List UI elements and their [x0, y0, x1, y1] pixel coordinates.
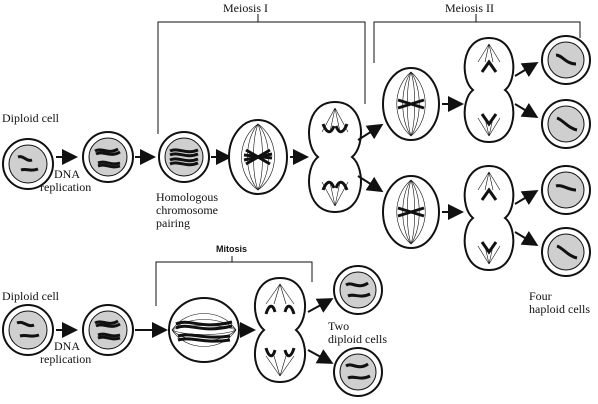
arrows-to-haploid: [514, 61, 539, 247]
homologous-label-1: Homologous: [156, 190, 219, 204]
diploid-cell-top-label: Diploid cell: [2, 111, 59, 125]
four-haploid-label-1: Four: [529, 289, 552, 303]
mitosis-label: Mitosis: [216, 244, 248, 254]
arrow-5-up: [357, 123, 384, 141]
anaphase-2-cell-upper: [463, 36, 515, 144]
metaphase-2-cell-lower: [382, 175, 440, 249]
homologous-label-3: pairing: [156, 216, 190, 230]
two-diploid-label-2: diploid cells: [328, 332, 387, 346]
haploid-cell-3: [541, 165, 591, 215]
dna-label-top: DNA: [54, 167, 80, 181]
mitotic-metaphase-cell: [168, 297, 240, 363]
diploid-cell-bottom-label: Diploid cell: [2, 289, 59, 303]
homologous-pairing-cell: [158, 131, 210, 183]
metaphase-2-cell-upper: [382, 67, 440, 141]
haploid-cell-4: [541, 227, 591, 277]
replication-label-bottom: replication: [40, 352, 92, 366]
replicated-cell-bottom: [82, 304, 134, 356]
arrow-5-down: [357, 175, 384, 193]
mitosis-bracket: [155, 256, 313, 306]
replicated-cell-top: [82, 131, 134, 183]
diploid-cell-bottom: [2, 304, 54, 356]
diploid-daughter-cell-1: [333, 265, 383, 315]
haploid-cell-2: [541, 99, 591, 149]
replication-label-top: replication: [40, 180, 92, 194]
meiosis-2-bracket: [373, 14, 581, 63]
metaphase-1-cell: [228, 119, 288, 195]
homologous-label-2: chromosome: [156, 203, 218, 217]
meiosis-2-label: Meiosis II: [445, 1, 494, 15]
mitotic-anaphase-cell: [253, 276, 307, 384]
two-diploid-label-1: Two: [328, 319, 350, 333]
diploid-daughter-cell-2: [333, 347, 383, 397]
haploid-cell-1: [541, 35, 591, 85]
arrows-to-diploid: [307, 298, 334, 364]
four-haploid-label-2: haploid cells: [529, 302, 590, 316]
diploid-cell-top: [2, 138, 54, 190]
dna-label-bottom: DNA: [54, 339, 80, 353]
meiosis-1-label: Meiosis I: [223, 1, 268, 15]
anaphase-1-cell: [308, 100, 362, 214]
anaphase-2-cell-lower: [463, 164, 515, 272]
meiosis-1-bracket: [157, 14, 366, 134]
